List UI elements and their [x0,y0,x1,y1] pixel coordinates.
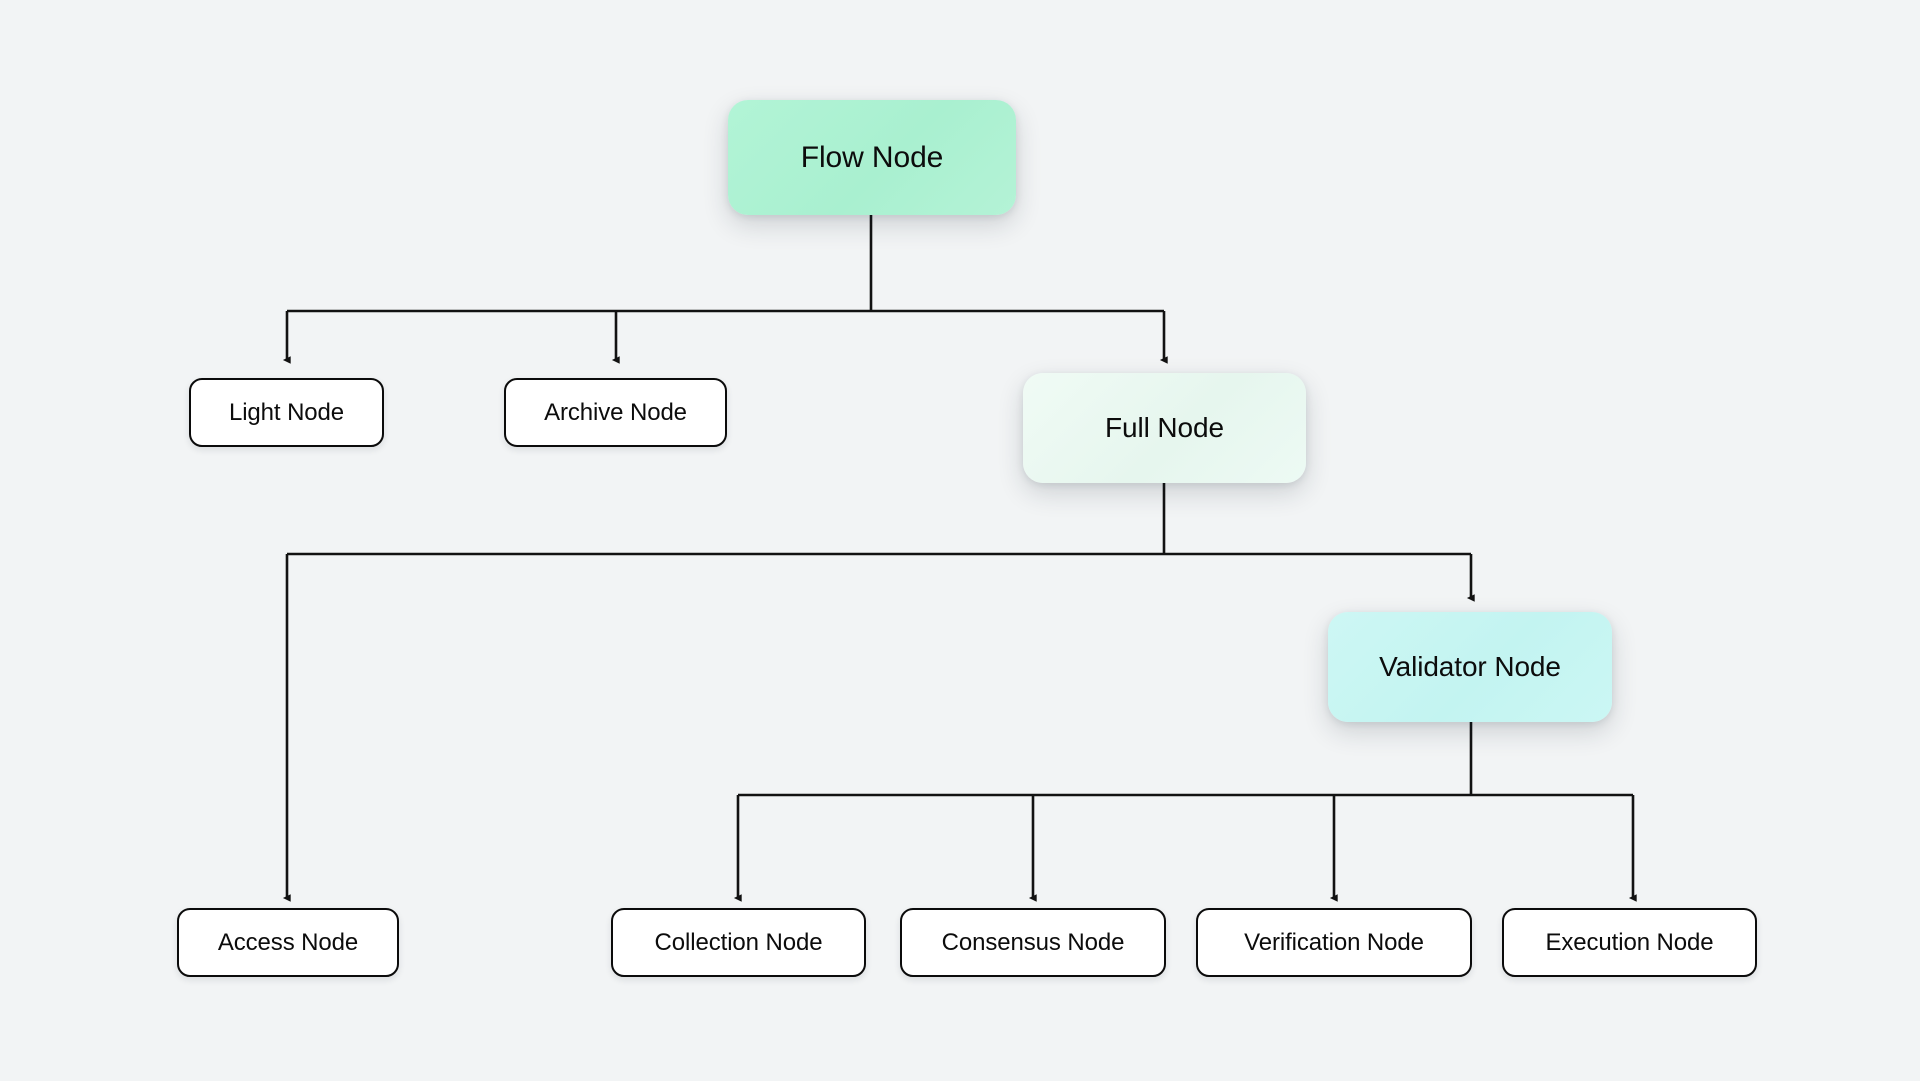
node-consensus-node[interactable]: Consensus Node [900,908,1166,977]
node-label: Flow Node [800,140,944,174]
node-label: Full Node [1105,412,1224,443]
node-collection-node[interactable]: Collection Node [611,908,866,977]
edge-validator-to-children [733,722,1637,902]
node-label: Access Node [217,928,359,956]
node-access-node[interactable]: Access Node [177,908,399,977]
node-label: Light Node [228,398,345,426]
node-label: Validator Node [1379,651,1561,682]
node-validator-node[interactable]: Validator Node [1328,612,1612,722]
node-label: Consensus Node [941,928,1125,956]
node-flow-node[interactable]: Flow Node [728,100,1016,215]
node-verification-node[interactable]: Verification Node [1196,908,1472,977]
node-light-node[interactable]: Light Node [189,378,384,447]
node-execution-node[interactable]: Execution Node [1502,908,1757,977]
node-label: Archive Node [544,398,687,426]
node-full-node[interactable]: Full Node [1023,373,1306,483]
node-label: Collection Node [654,928,823,956]
edge-full-to-children [282,483,1475,902]
node-label: Verification Node [1244,928,1424,956]
node-label: Execution Node [1545,928,1714,956]
node-archive-node[interactable]: Archive Node [504,378,727,447]
edge-flow-to-children [282,215,1168,364]
